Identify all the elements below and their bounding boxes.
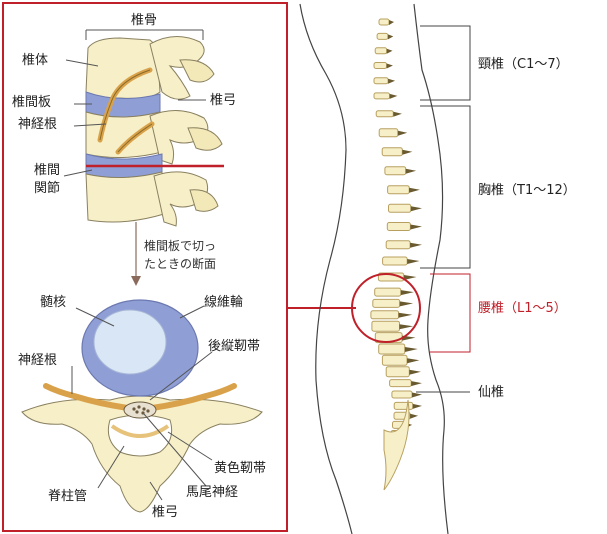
spine-process <box>402 149 413 155</box>
spine-vertebra <box>381 354 408 366</box>
spine-process <box>409 369 421 375</box>
spine-process <box>387 34 394 40</box>
sacrum <box>383 399 410 491</box>
spine-process <box>411 381 422 387</box>
spine-vertebra <box>382 256 408 266</box>
spine-process <box>388 78 396 84</box>
label-annulus: 線維輪 <box>204 294 243 310</box>
spine-process <box>410 413 419 419</box>
label-nucleus: 髄核 <box>40 295 66 310</box>
spine-process <box>410 242 422 248</box>
spine-process <box>386 63 393 69</box>
spine-vertebra <box>373 92 391 100</box>
spine-vertebra <box>387 185 410 195</box>
region-lumbar: 腰椎（L1〜5） <box>478 301 567 316</box>
spine-process <box>398 312 413 318</box>
vertebra-title: 椎骨 <box>131 13 157 28</box>
spine-vertebra <box>371 320 400 332</box>
cut-caption-2: たときの断面 <box>144 256 216 271</box>
spine-process <box>400 290 414 296</box>
spine-vertebra <box>385 366 410 378</box>
spine-process <box>399 324 414 330</box>
label-yellow-ligament: 黄色靭帯 <box>214 460 266 476</box>
spine-vertebra <box>378 128 399 138</box>
vertebrae-illustration <box>85 36 223 227</box>
cut-caption-1: 椎間板で切っ <box>144 238 216 253</box>
spine-vertebra <box>378 343 406 355</box>
spine-vertebra <box>393 401 414 410</box>
spine-vertebra <box>373 77 389 85</box>
spine-process <box>389 93 398 99</box>
label-vertebral-body: 椎体 <box>22 53 48 68</box>
spine-vertebra <box>373 62 388 69</box>
region-thoracic: 胸椎（T1〜12） <box>478 183 576 198</box>
spine-vertebra <box>375 110 394 118</box>
label-posterior-ligament: 後縦靭帯 <box>208 339 260 354</box>
spine-vertebra <box>378 18 390 26</box>
label-lamina: 椎弓 <box>210 93 236 108</box>
spine-process <box>397 130 408 136</box>
spine-vertebra <box>376 32 389 40</box>
body-outline <box>299 3 449 534</box>
region-brackets <box>416 25 471 393</box>
spine-vertebra <box>372 298 401 308</box>
label-spinal-canal: 脊柱管 <box>48 489 87 504</box>
spine-vertebra <box>389 379 412 388</box>
spine-vertebra <box>370 310 400 320</box>
spine-vertebra <box>385 240 411 250</box>
spine-process <box>405 168 417 174</box>
label-nerve-root: 神経根 <box>18 117 57 132</box>
spine-process <box>407 358 420 364</box>
spine-process <box>403 275 417 280</box>
label-facet-joint-1: 椎間 <box>34 163 60 178</box>
spine-vertebra <box>391 390 413 399</box>
spine-process <box>407 259 420 264</box>
spine-process <box>412 392 422 398</box>
spine-process <box>393 111 402 117</box>
spine-vertebra <box>388 203 412 213</box>
label-facet-joint-2: 関節 <box>34 181 60 196</box>
spine-process <box>412 403 422 409</box>
spine-process <box>386 48 393 54</box>
spine-vertebra <box>384 166 407 176</box>
spine-process <box>410 224 422 230</box>
region-cervical: 頸椎（C1〜7） <box>478 57 569 72</box>
spine-process <box>409 187 420 193</box>
label-lamina-cs: 椎弓 <box>152 505 178 520</box>
left-panel-frame <box>2 2 288 532</box>
spine-vertebra <box>386 222 411 231</box>
label-nerve-root-cs: 神経根 <box>18 353 57 368</box>
region-sacral: 仙椎 <box>478 385 504 400</box>
spine-process <box>404 347 418 352</box>
spine-column <box>370 18 422 491</box>
label-cauda-equina: 馬尾神経 <box>186 485 238 500</box>
label-disc: 椎間板 <box>12 95 51 110</box>
spine-vertebra <box>381 147 403 157</box>
spine-vertebra <box>374 287 402 297</box>
cross-section-illustration <box>21 299 263 513</box>
spine-process <box>410 206 422 212</box>
spine-process <box>399 301 414 307</box>
spine-process <box>389 20 394 25</box>
spine-vertebra <box>374 47 388 55</box>
lumbar-highlight-circle <box>351 273 421 343</box>
